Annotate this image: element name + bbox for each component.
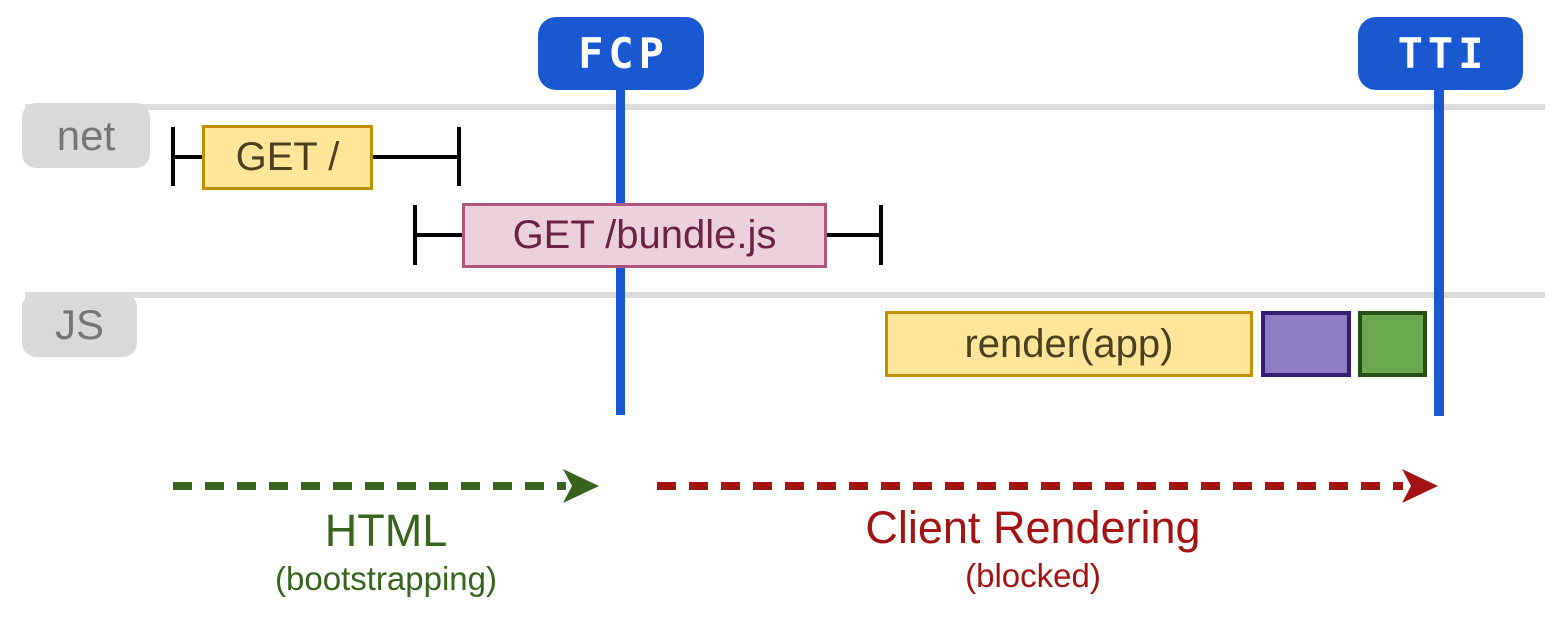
tti-marker-line [1434,88,1444,416]
fcp-badge: FCP [538,17,704,90]
get-bundle-end-tick [879,205,883,265]
html-phase-arrow [173,469,599,503]
html-phase-title: HTML [324,505,448,556]
get-root-start-connector [171,155,202,159]
get-root-end-tick [457,127,461,186]
tti-badge: TTI [1358,17,1523,90]
task-get-bundle: GET /bundle.js [462,203,827,268]
client-rendering-phase-label: Client Rendering (blocked) [833,505,1233,592]
get-bundle-start-connector [413,233,462,237]
html-phase-subtitle: (bootstrapping) [275,560,497,597]
task-get-root: GET / [202,125,373,190]
client-rendering-phase-arrow [657,469,1438,503]
net-lane-label: net [22,103,150,168]
client-rendering-phase-title: Client Rendering [865,502,1201,553]
get-root-end-connector [373,155,458,159]
client-rendering-phase-subtitle: (blocked) [965,557,1101,594]
js-lane-line [25,292,1545,298]
get-bundle-end-connector [827,233,881,237]
task-render-app: render(app) [885,311,1253,377]
task-js-green [1358,311,1427,377]
net-lane-line [25,104,1545,110]
js-lane-label: JS [22,293,137,357]
task-js-purple [1261,311,1351,377]
html-phase-label: HTML (bootstrapping) [186,508,586,595]
